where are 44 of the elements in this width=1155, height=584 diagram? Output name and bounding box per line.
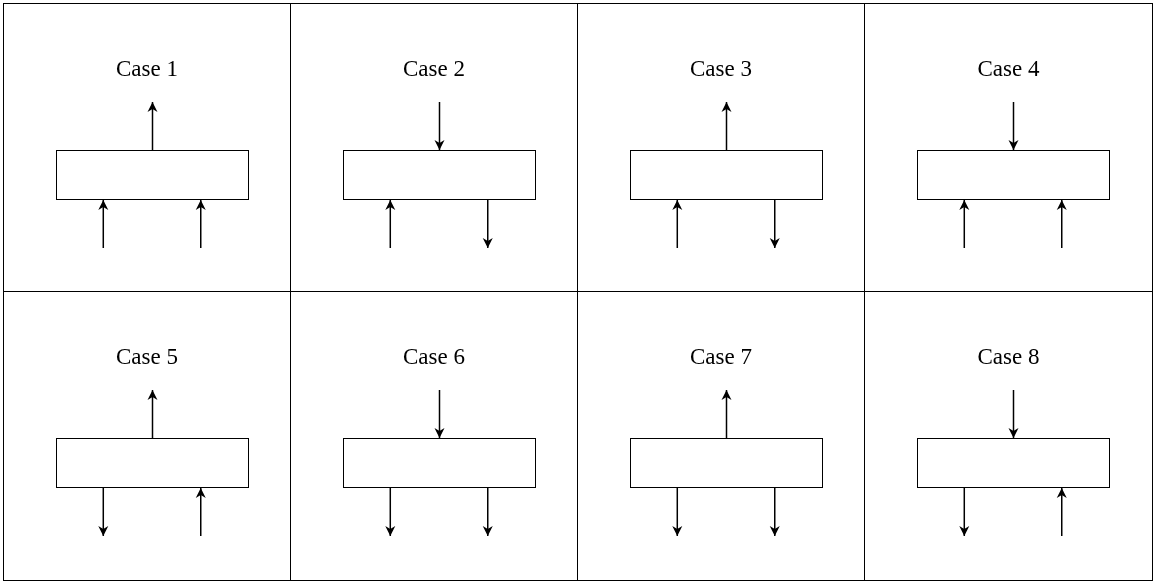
arrow — [1056, 487, 1067, 537]
case-title: Case 6 — [403, 344, 465, 370]
arrow — [721, 389, 732, 439]
case-title: Case 2 — [403, 56, 465, 82]
arrow — [672, 199, 683, 249]
arrow — [672, 487, 683, 537]
arrow — [195, 487, 206, 537]
arrow — [147, 101, 158, 151]
arrow — [769, 487, 780, 537]
case-title: Case 5 — [116, 344, 178, 370]
arrow — [434, 389, 445, 439]
rectangle-block — [917, 150, 1110, 200]
rectangle-block — [630, 150, 823, 200]
rectangle-block — [56, 150, 249, 200]
case-title: Case 3 — [690, 56, 752, 82]
arrow — [434, 101, 445, 151]
rectangle-block — [343, 438, 536, 488]
arrow — [769, 199, 780, 249]
arrow — [1056, 199, 1067, 249]
rectangle-block — [56, 438, 249, 488]
arrow — [1008, 389, 1019, 439]
arrow — [98, 199, 109, 249]
arrow — [721, 101, 732, 151]
case-title: Case 7 — [690, 344, 752, 370]
table-cell — [3, 291, 291, 581]
case-title: Case 1 — [116, 56, 178, 82]
table-cell — [864, 291, 1153, 581]
arrow — [482, 487, 493, 537]
arrow — [195, 199, 206, 249]
rectangle-block — [343, 150, 536, 200]
table-cell — [3, 3, 291, 292]
arrow — [959, 487, 970, 537]
table-cell — [864, 3, 1153, 292]
rectangle-block — [630, 438, 823, 488]
arrow — [959, 199, 970, 249]
arrow — [147, 389, 158, 439]
arrow — [385, 199, 396, 249]
arrow — [1008, 101, 1019, 151]
arrow — [385, 487, 396, 537]
case-title: Case 4 — [977, 56, 1040, 82]
arrow — [482, 199, 493, 249]
case-title: Case 8 — [977, 344, 1040, 370]
arrow — [98, 487, 109, 537]
rectangle-block — [917, 438, 1110, 488]
